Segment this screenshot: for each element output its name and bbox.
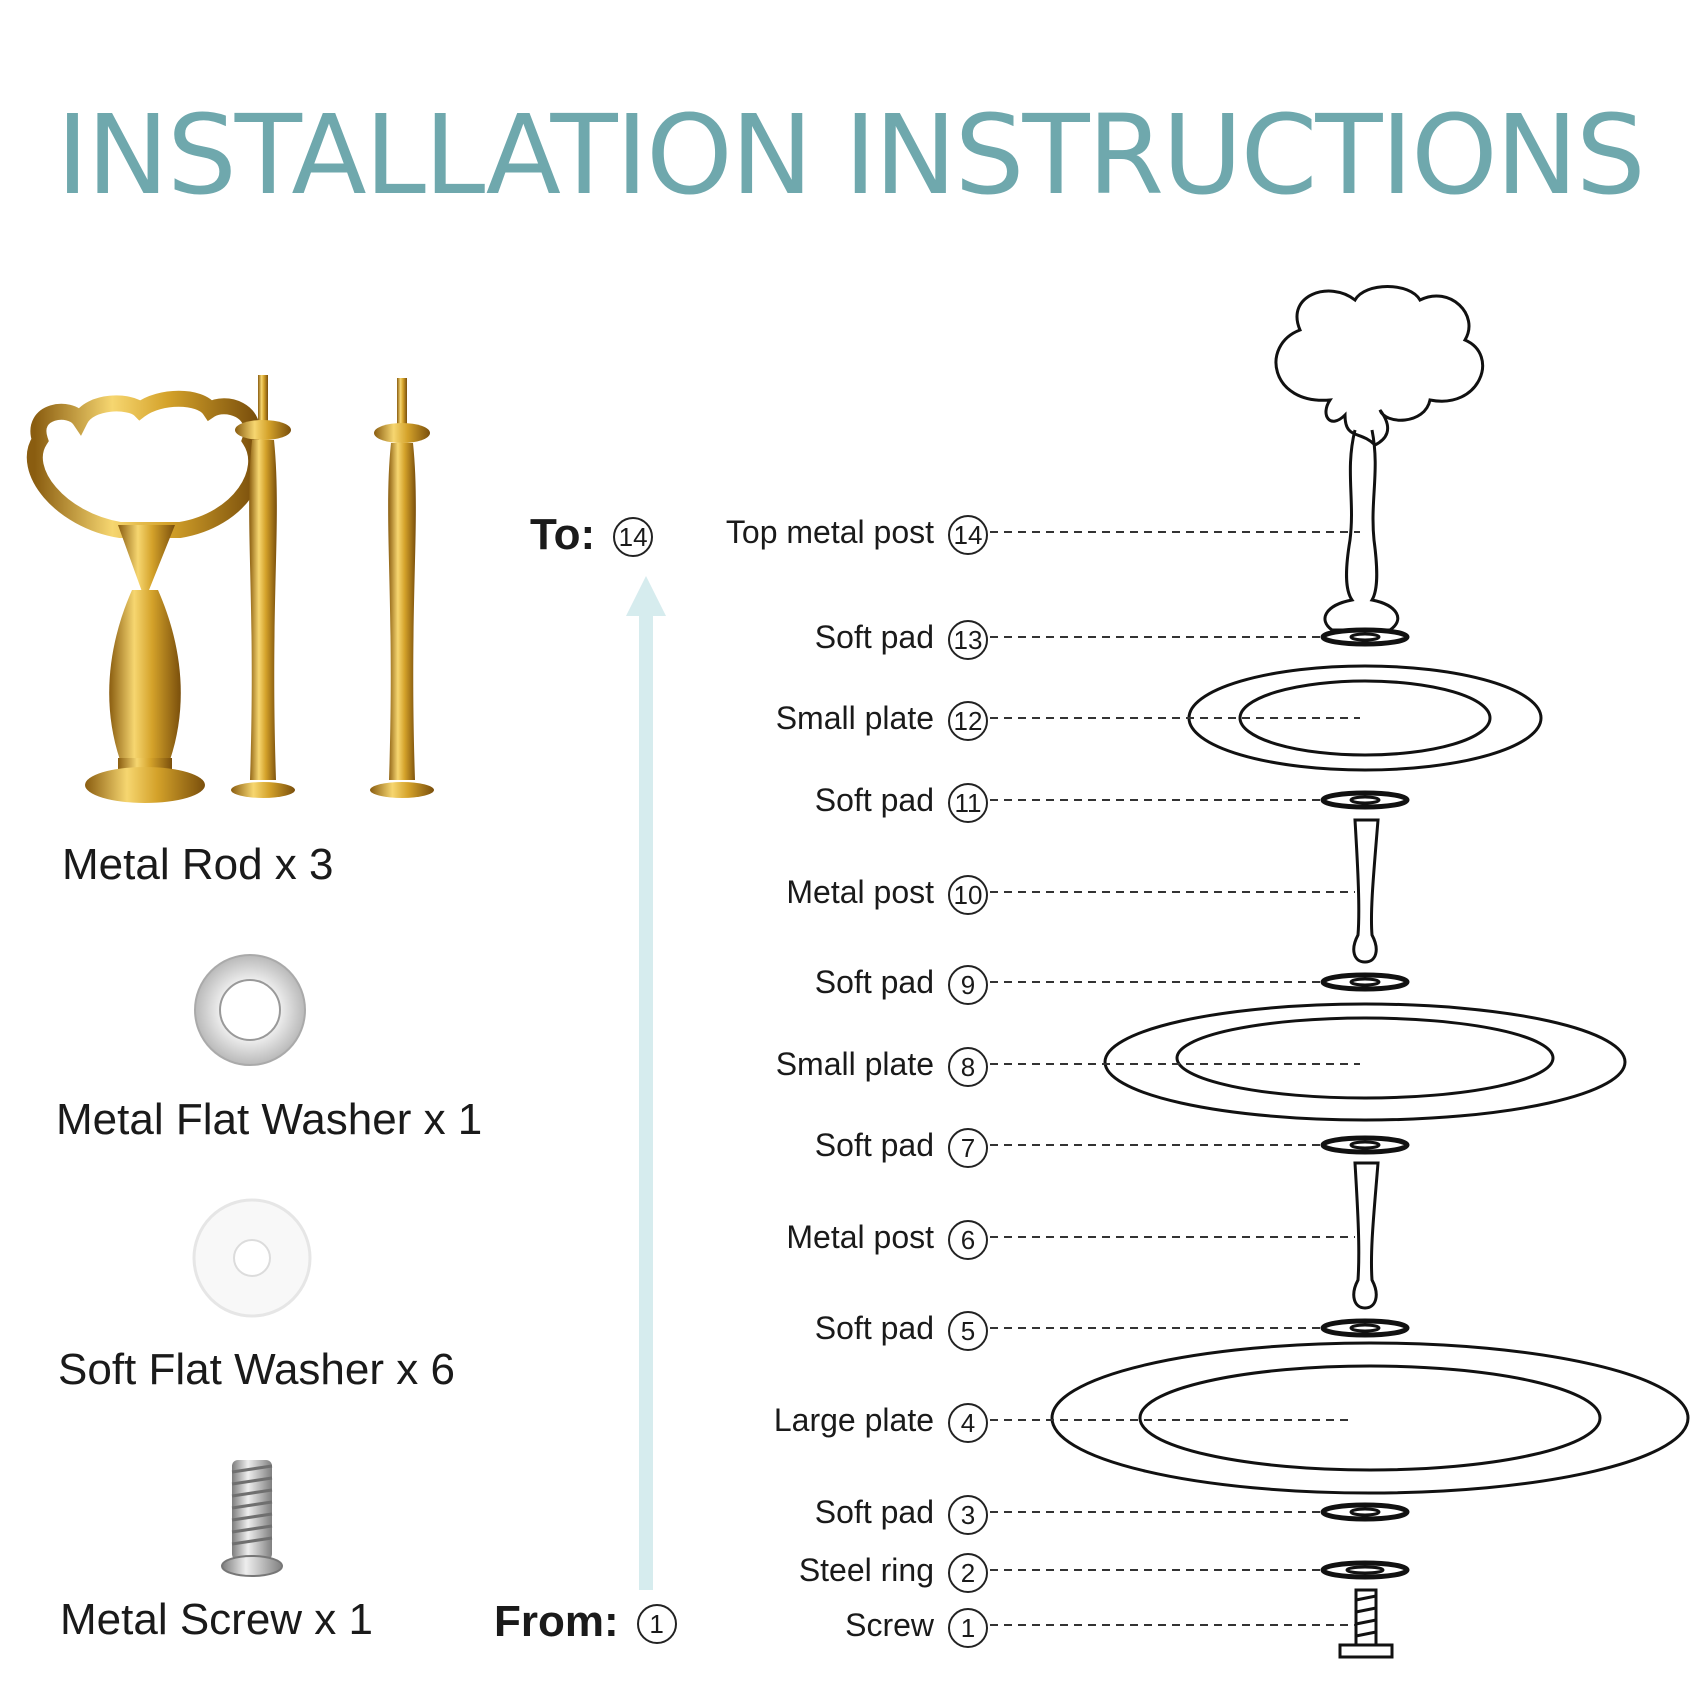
soft-pad-icon — [1320, 1502, 1410, 1522]
upward-arrow-icon — [626, 576, 666, 1590]
step-number: 4 — [948, 1402, 988, 1443]
step-label: Screw — [845, 1607, 934, 1643]
metal-post-icon — [1352, 1161, 1380, 1310]
step-number: 2 — [948, 1552, 988, 1593]
small-plate-icon — [1103, 1002, 1627, 1122]
step-6: Metal post 6 — [58, 1217, 988, 1260]
soft-pad-icon — [1320, 627, 1410, 647]
metal-washer-icon — [194, 954, 306, 1066]
step-11: Soft pad 11 — [58, 780, 988, 823]
step-label: Small plate — [775, 1046, 934, 1082]
step-8: Small plate 8 — [58, 1044, 988, 1087]
step-5: Soft pad 5 — [58, 1308, 988, 1351]
step-number: 12 — [948, 700, 988, 741]
step-14: Top metal post 14 — [58, 512, 988, 555]
metal-screw-icon — [221, 1460, 283, 1577]
part-label-soft-washer: Soft Flat Washer x 6 — [58, 1345, 455, 1394]
step-4: Large plate 4 — [58, 1400, 988, 1443]
step-number: 6 — [948, 1219, 988, 1260]
flow-from-label: From: 1 — [494, 1597, 677, 1647]
part-label-metal-rod: Metal Rod x 3 — [62, 840, 334, 889]
step-label: Soft pad — [814, 619, 934, 655]
step-label: Metal post — [786, 874, 934, 910]
step-number: 11 — [948, 782, 988, 823]
step-1: Screw 1 — [58, 1605, 988, 1648]
step-7: Soft pad 7 — [58, 1125, 988, 1168]
part-label-metal-washer: Metal Flat Washer x 1 — [56, 1095, 483, 1144]
step-label: Metal post — [786, 1219, 934, 1255]
large-plate-icon — [1050, 1341, 1690, 1495]
step-number: 1 — [948, 1607, 988, 1648]
flow-from-text: From: — [494, 1597, 619, 1646]
steel-ring-icon — [1320, 1560, 1410, 1580]
step-number: 9 — [948, 964, 988, 1005]
metal-rod-icon — [370, 378, 434, 798]
metal-post-icon — [1352, 818, 1380, 964]
step-number: 14 — [948, 514, 988, 555]
step-number: 3 — [948, 1494, 988, 1535]
metal-rod-icon — [231, 375, 295, 798]
step-label: Soft pad — [814, 1127, 934, 1163]
step-label: Soft pad — [814, 782, 934, 818]
step-3: Soft pad 3 — [58, 1492, 988, 1535]
step-label: Soft pad — [814, 964, 934, 1000]
step-label: Soft pad — [814, 1310, 934, 1346]
step-2: Steel ring 2 — [58, 1550, 988, 1593]
step-number: 10 — [948, 874, 988, 915]
step-label: Soft pad — [814, 1494, 934, 1530]
page-title: INSTALLATION INSTRUCTIONS — [56, 91, 1646, 219]
soft-pad-icon — [1320, 1135, 1410, 1155]
step-number: 13 — [948, 619, 988, 660]
flow-from-number: 1 — [636, 1604, 677, 1645]
step-number: 5 — [948, 1310, 988, 1351]
step-13: Soft pad 13 — [58, 617, 988, 660]
step-label: Large plate — [773, 1402, 934, 1438]
step-label: Small plate — [775, 700, 934, 736]
flow-to-number: 14 — [613, 517, 654, 558]
soft-pad-icon — [1320, 972, 1410, 992]
step-number: 7 — [948, 1127, 988, 1168]
soft-washer-icon — [192, 1198, 312, 1318]
soft-pad-icon — [1320, 790, 1410, 810]
step-label: Top metal post — [725, 514, 934, 550]
soft-pad-icon — [1320, 1318, 1410, 1338]
step-10: Metal post 10 — [58, 872, 988, 915]
step-9: Soft pad 9 — [58, 962, 988, 1005]
small-plate-icon — [1187, 664, 1543, 772]
top-metal-post-icon — [1274, 285, 1484, 632]
step-label: Steel ring — [798, 1552, 934, 1588]
part-label-metal-screw: Metal Screw x 1 — [60, 1595, 373, 1644]
leader-lines — [990, 531, 1360, 1626]
screw-icon — [1338, 1588, 1394, 1659]
flow-to-label: To: 14 — [530, 510, 654, 560]
step-number: 8 — [948, 1046, 988, 1087]
flow-to-text: To: — [530, 510, 596, 559]
step-12: Small plate 12 — [58, 698, 988, 741]
